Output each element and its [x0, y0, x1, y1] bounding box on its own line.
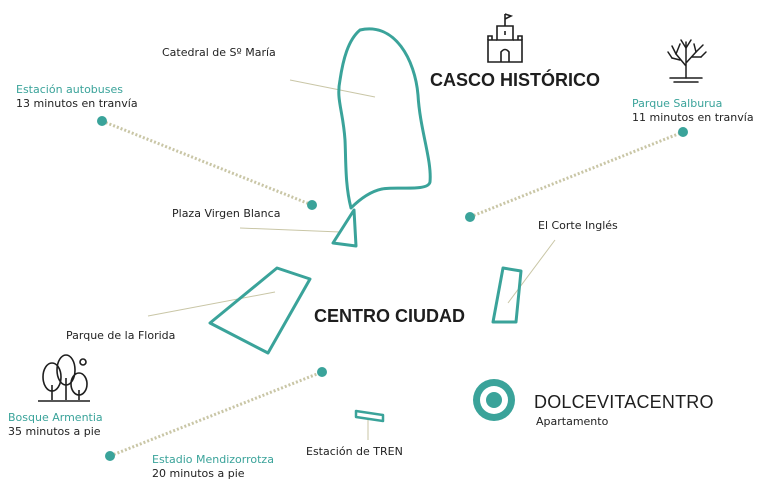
label-autobuses-name: Estación autobuses: [16, 83, 123, 96]
point-salburua-end: [678, 127, 688, 137]
label-salburua-time: 11 minutos en tranvía: [632, 111, 754, 124]
route-salburua: [469, 130, 684, 219]
forest-icon: [38, 354, 90, 402]
label-plaza: Plaza Virgen Blanca: [172, 207, 281, 220]
tren-outline: [354, 409, 385, 423]
route-mendizorrotza: [109, 370, 323, 458]
point-autobuses-start: [97, 116, 107, 126]
label-mendizorrotza-time: 20 minutos a pie: [152, 467, 245, 480]
label-mendizorrotza-name: Estadio Mendizorrotza: [152, 453, 274, 466]
casco-historico-outline: [337, 27, 432, 210]
point-mendizorrotza-start: [317, 367, 327, 377]
point-salburua-start: [465, 212, 475, 222]
point-mendizorrotza-end: [105, 451, 115, 461]
label-armentia-name: Bosque Armentia: [8, 411, 103, 424]
label-salburua-name: Parque Salburua: [632, 97, 723, 110]
point-autobuses-end: [307, 200, 317, 210]
plaza-outline: [331, 208, 358, 248]
label-catedral: Catedral de Sº María: [162, 46, 276, 59]
label-corte: El Corte Inglés: [538, 219, 618, 232]
route-autobuses: [101, 119, 313, 207]
label-tren: Estación de TREN: [306, 445, 403, 458]
brand-subtitle: Apartamento: [536, 415, 609, 428]
location-pin-icon: [473, 379, 515, 421]
leader-florida: [147, 291, 276, 317]
leader-corte: [507, 239, 556, 304]
brand-name: DOLCEVITACENTRO: [534, 392, 714, 412]
leader-catedral: [289, 79, 376, 98]
district-centro-ciudad: CENTRO CIUDAD: [314, 306, 465, 326]
label-autobuses-time: 13 minutos en tranvía: [16, 97, 138, 110]
florida-outline: [208, 266, 312, 355]
label-florida: Parque de la Florida: [66, 329, 176, 342]
leader-plaza: [239, 227, 341, 233]
label-armentia-time: 35 minutos a pie: [8, 425, 101, 438]
corte-outline: [491, 266, 523, 324]
tree-icon: [667, 39, 707, 83]
castle-icon: [487, 13, 523, 63]
district-casco-historico: CASCO HISTÓRICO: [430, 70, 601, 90]
